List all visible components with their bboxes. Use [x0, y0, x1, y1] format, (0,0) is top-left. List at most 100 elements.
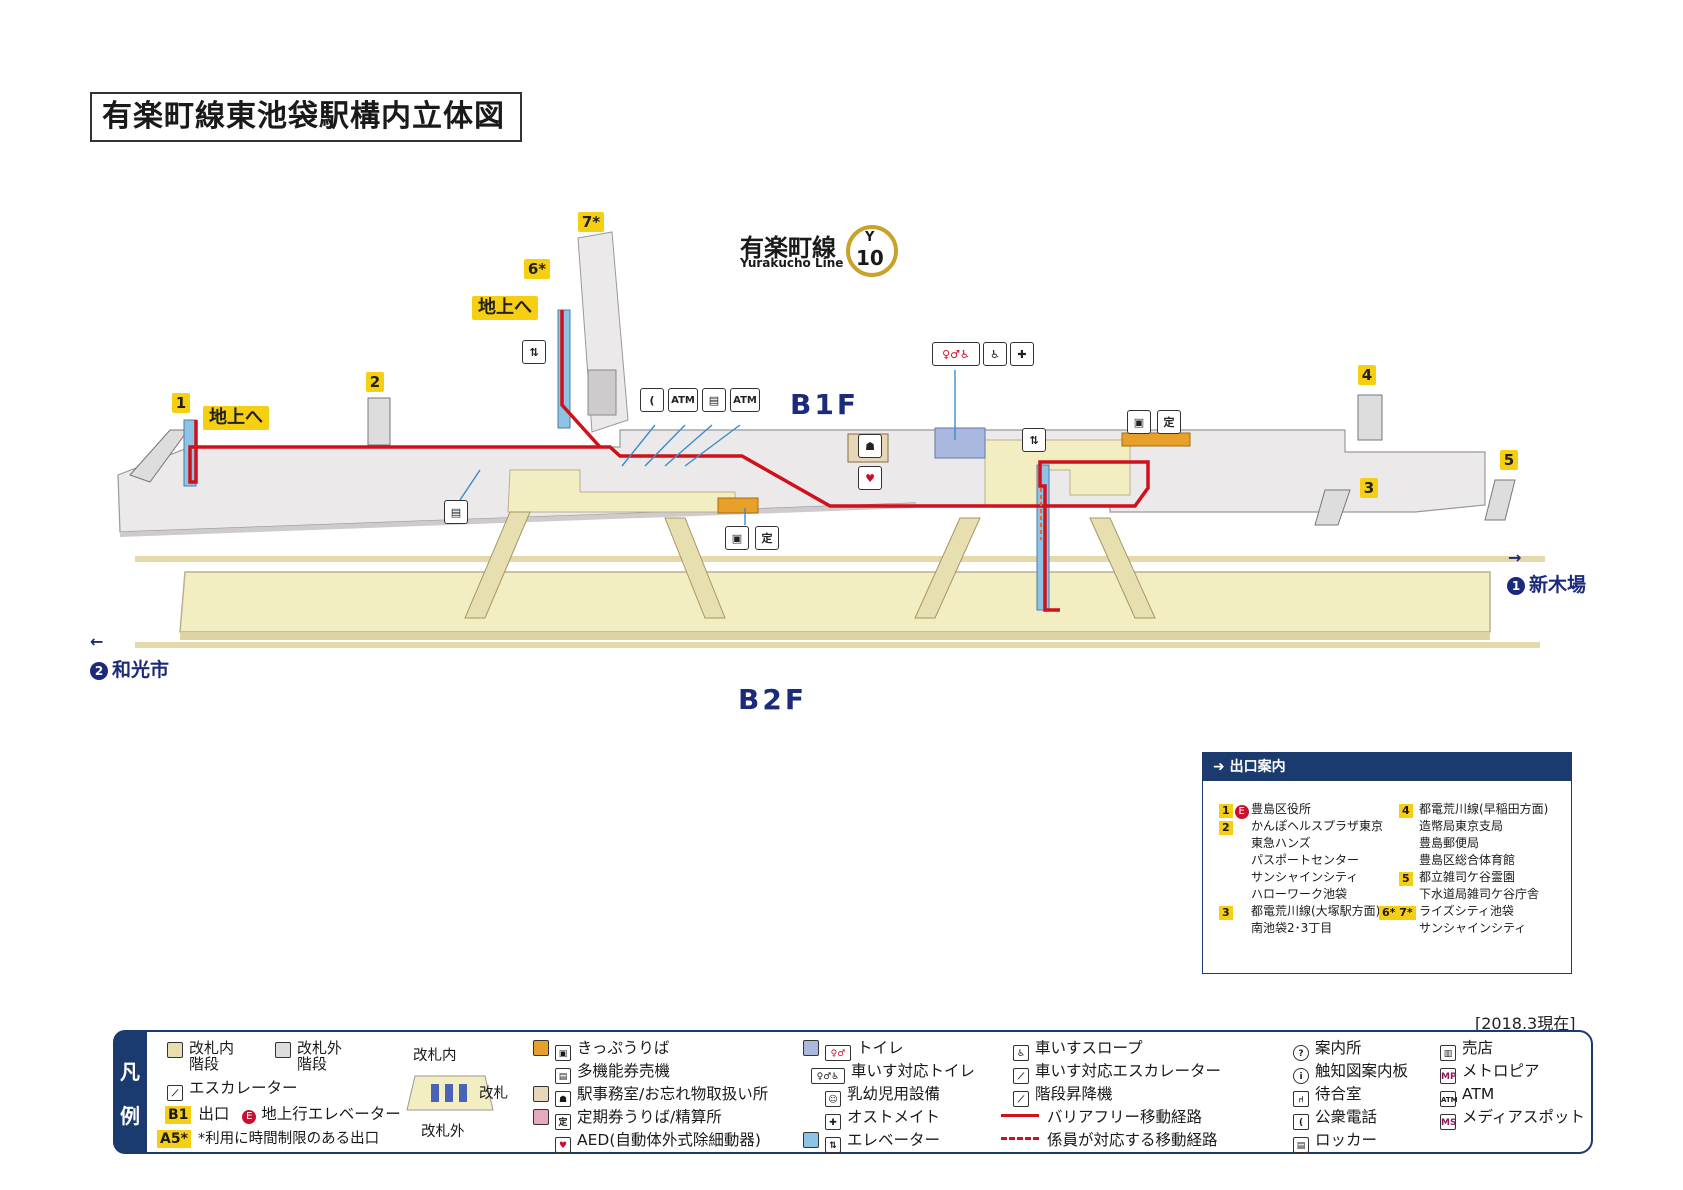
exit-4-line: 豊島区総合体育館: [1419, 853, 1516, 867]
ticket-label: きっぷうりば: [577, 1039, 670, 1057]
page-title: 有楽町線東池袋駅構内立体図: [90, 92, 522, 142]
line-name-ja: 有楽町線: [740, 234, 836, 262]
paid-area-left: [507, 469, 736, 513]
elevator-icon: ⇅: [522, 340, 546, 364]
ostomate-label: オストメイト: [847, 1108, 941, 1126]
exit-badge-5: 5: [1500, 450, 1518, 470]
ticket-icon: ▣: [1127, 410, 1151, 434]
ostomate-icon: ✚: [1010, 342, 1034, 366]
exit-stairs: [129, 394, 1516, 526]
legend-toilet: ♀♂ トイレ: [803, 1038, 904, 1061]
shop-label: 売店: [1462, 1039, 1494, 1057]
toilet-label: トイレ: [857, 1039, 904, 1057]
floor-label-b1: B1F: [790, 388, 859, 421]
exit-4-line: 豊島郵便局: [1419, 836, 1480, 850]
line-code-number: 10: [856, 246, 884, 270]
legend-locker: ▤ロッカー: [1293, 1130, 1377, 1153]
baby-label: 乳幼児用設備: [847, 1085, 941, 1103]
aed-icon-legend: ♥: [555, 1137, 571, 1153]
accessible-toilet-label: 車いす対応トイレ: [851, 1062, 976, 1080]
legend-limited-exit: A5* *利用に時間制限のある出口: [157, 1128, 379, 1149]
arrow-right-icon: →: [1508, 548, 1522, 567]
legend-stairs-out: 改札外 階段: [275, 1040, 342, 1072]
legend-elevator: ⇅エレベーター: [803, 1130, 940, 1153]
exit-key-5: 5: [1399, 872, 1413, 886]
phone-icon-legend: (: [1293, 1114, 1309, 1130]
locker-icon-2: ▤: [444, 500, 468, 524]
leader-lines: [459, 370, 956, 525]
direction-left-num: 2: [90, 662, 108, 680]
wheelchair-escalator-label: 車いす対応エスカレーター: [1035, 1062, 1222, 1080]
line-code-letter: Y: [865, 230, 875, 245]
toilet-block: [934, 427, 986, 459]
stairs-in-label: 改札内 階段: [189, 1039, 235, 1073]
to-ground-tag-exit6: 地上へ: [472, 296, 538, 320]
exit-key-3: 3: [1219, 906, 1233, 920]
ticket-icon-2: ▣: [725, 526, 749, 550]
exit-guide-heading: ➜ 出口案内: [1203, 753, 1571, 781]
legend-stairs-in: 改札内 階段: [167, 1040, 234, 1072]
legend: 凡 例 改札内 階段 改札外 階段 ⟋エスカレーター B1 出口 E 地上行エレ…: [113, 1030, 1593, 1154]
escalator-swatch: ⟋: [167, 1085, 183, 1101]
barrier-free-route-6: [560, 310, 602, 449]
exit-label: 出口: [198, 1105, 230, 1123]
exit-2-line: サンシャインシティ: [1251, 870, 1359, 884]
atm-icon-legend: ATM: [1440, 1091, 1458, 1107]
wheelchair-escalator-icon: ⟋: [1013, 1068, 1029, 1084]
legend-exit: B1 出口 E 地上行エレベーター: [165, 1104, 401, 1124]
legend-office: ☗駅事務室/お忘れ物取扱い所: [533, 1084, 768, 1107]
legend-barrier-free: バリアフリー移動経路: [1001, 1107, 1202, 1127]
tactile-label: 触知図案内板: [1315, 1062, 1409, 1080]
direction-right-num: 1: [1507, 577, 1525, 595]
pass-icon: 定: [555, 1114, 571, 1130]
atm-icon: ATM: [668, 388, 698, 412]
phone-icon: (: [640, 388, 664, 412]
legend-phone: ( 公衆電話: [1293, 1107, 1377, 1130]
commuter-pass-icon-2: 定: [755, 526, 779, 550]
baby-care-icon: ♿: [983, 342, 1007, 366]
atm-icon-2: ATM: [730, 388, 760, 412]
exit-badge-7: 7*: [578, 212, 604, 232]
phone-label: 公衆電話: [1315, 1108, 1378, 1126]
exit-key-4: 4: [1399, 804, 1413, 818]
exit-key-1: 1: [1219, 804, 1233, 818]
ticket-machines-left: [717, 497, 759, 514]
elevator-swatch: [803, 1132, 819, 1148]
office-swatch: [533, 1086, 549, 1102]
toilet-icon: ♀♂♿: [932, 342, 980, 366]
locker-label: ロッカー: [1315, 1131, 1378, 1149]
baby-icon: ☺: [825, 1091, 841, 1107]
legend-wheelchair-escalator: ⟋ 車いす対応エスカレーター: [1013, 1061, 1221, 1084]
media-spot-label: メディアスポット: [1462, 1108, 1585, 1126]
ticket-icon-legend: ▣: [555, 1045, 571, 1061]
exit-key-6-7: 6* 7*: [1379, 906, 1416, 920]
ostomate-icon-legend: ✚: [825, 1114, 841, 1130]
exit-2-line: ハローワーク池袋: [1251, 887, 1348, 901]
barrier-free-label: バリアフリー移動経路: [1047, 1108, 1203, 1126]
legend-side-2: 例: [120, 1104, 140, 1128]
ramp-label: 車いすスロープ: [1035, 1039, 1143, 1057]
exit-3-line: 都電荒川線(大塚駅方面): [1251, 904, 1381, 918]
arrow-left-icon: ←: [90, 632, 104, 651]
gate-outside-label: 改札外: [421, 1124, 465, 1140]
line-logo-ring: [846, 225, 898, 277]
legend-shop: ▥ 売店: [1440, 1038, 1493, 1061]
floor-label-b2: B2F: [738, 683, 807, 716]
ground-elevator-label: 地上行エレベーター: [261, 1105, 401, 1123]
legend-accessible-toilet: ♀♂♿ 車いす対応トイレ: [811, 1061, 975, 1084]
legend-ramp: ♿車いすスロープ: [1013, 1038, 1143, 1061]
legend-stair-lift: ⟋階段昇降機: [1013, 1084, 1113, 1107]
exit-badge-3: 3: [1360, 478, 1378, 498]
toilet-icon-legend: ♀♂: [825, 1045, 851, 1061]
accessible-toilet-icon: ♀♂♿: [811, 1068, 845, 1084]
info-label: 案内所: [1315, 1039, 1362, 1057]
direction-left-label: 和光市: [112, 659, 170, 681]
exit-2-line: 東急ハンズ: [1251, 836, 1311, 850]
shop-icon: ▥: [1440, 1045, 1456, 1061]
media-spot-icon: MS: [1440, 1114, 1456, 1130]
